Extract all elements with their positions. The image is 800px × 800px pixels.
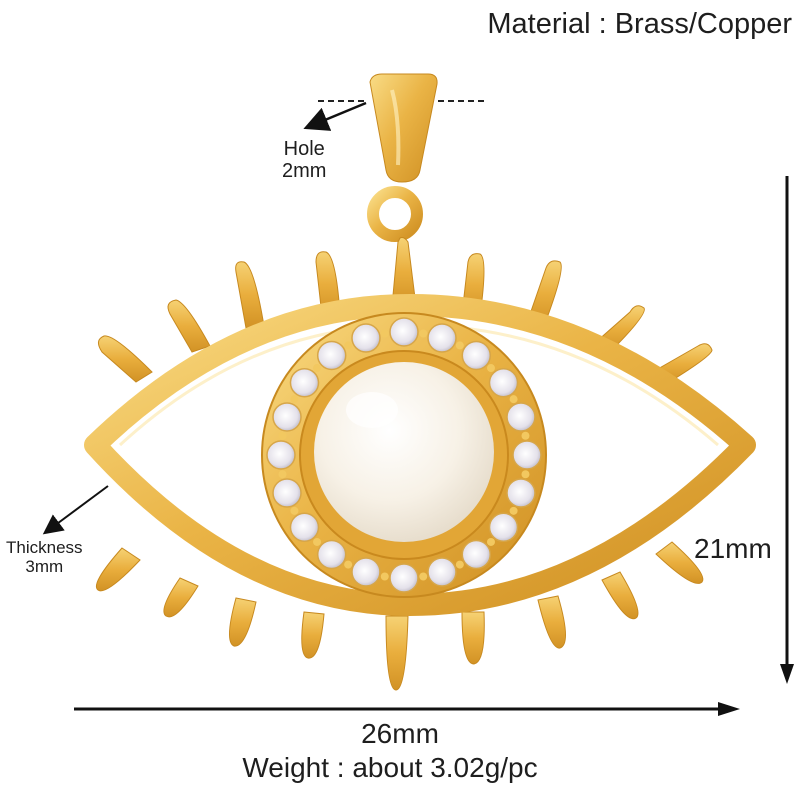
- weight-label: Weight : about 3.02g/pc: [242, 752, 538, 783]
- zirconia-stones: [266, 317, 542, 593]
- material-label: Material : Brass/Copper: [487, 8, 792, 40]
- pearl: [314, 362, 494, 542]
- thickness-value: 3mm: [25, 557, 64, 577]
- width-dimension-arrow: [74, 702, 740, 716]
- hole-annotation: [303, 100, 486, 131]
- hole-size-label: Hole 2mm: [282, 138, 327, 182]
- width-dimension-label: 26mm: [361, 718, 439, 749]
- height-dimension-label: 21mm: [694, 533, 772, 564]
- hole-value: 2mm: [282, 159, 327, 182]
- lower-eyelashes: [96, 541, 704, 691]
- hole-title: Hole: [283, 138, 325, 160]
- height-dimension-arrow: [780, 176, 794, 684]
- bail: [369, 73, 438, 183]
- thickness-label: Thickness 3mm: [6, 538, 83, 576]
- jump-ring: [367, 186, 423, 242]
- thickness-annotation: [42, 485, 109, 535]
- thickness-title: Thickness: [6, 538, 83, 557]
